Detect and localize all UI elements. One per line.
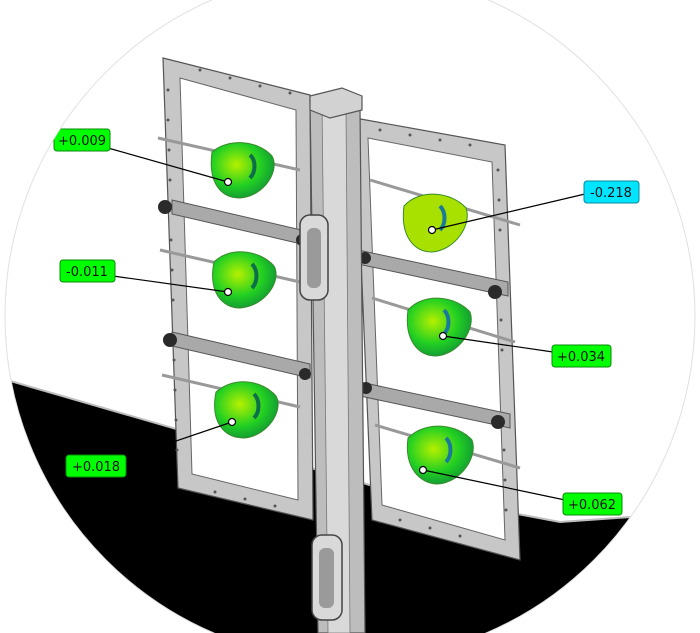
deviation-label-p2[interactable]: -0.011 bbox=[59, 259, 116, 283]
deviation-value: +0.034 bbox=[557, 350, 605, 365]
deviation-label-p1[interactable]: +0.009 bbox=[53, 128, 111, 152]
deviation-value: -0.011 bbox=[66, 265, 108, 280]
leader-lines bbox=[107, 147, 586, 501]
deviation-value: -0.218 bbox=[590, 186, 632, 201]
deviation-value: +0.018 bbox=[72, 460, 120, 475]
center-column bbox=[299, 87, 366, 633]
viewport-circle bbox=[4, 0, 696, 633]
deviation-value: +0.062 bbox=[568, 498, 616, 513]
measure-points bbox=[223, 177, 448, 475]
deviation-label-p3[interactable]: +0.018 bbox=[65, 454, 127, 478]
deviation-label-p6[interactable]: +0.062 bbox=[562, 492, 623, 516]
deviation-value: +0.009 bbox=[58, 134, 106, 149]
deviation-label-p5[interactable]: +0.034 bbox=[551, 344, 612, 368]
deviation-label-p4[interactable]: -0.218 bbox=[583, 180, 640, 204]
